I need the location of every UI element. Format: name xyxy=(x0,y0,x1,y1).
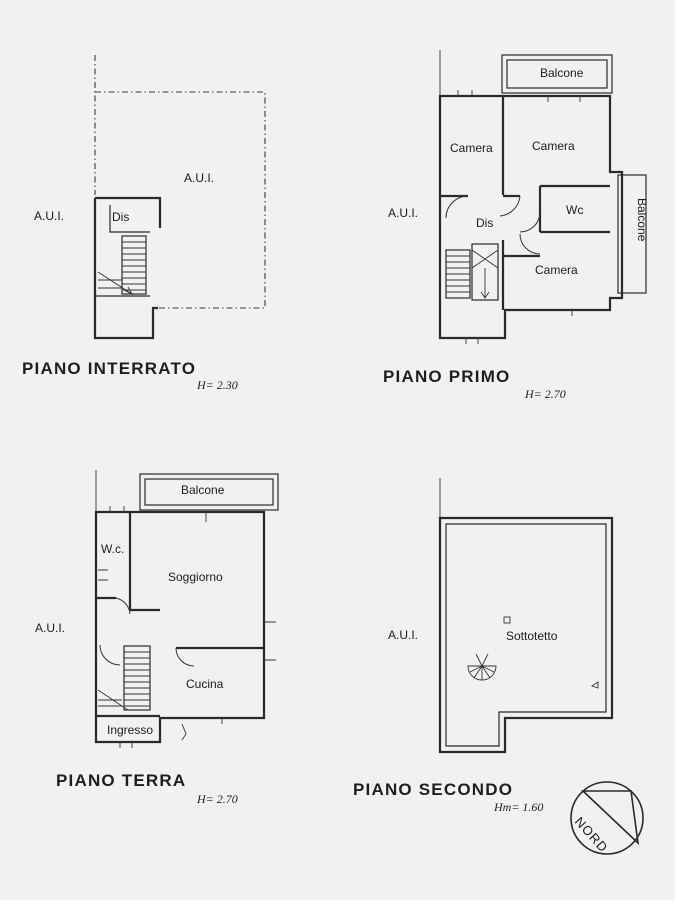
room-label-dis-primo: Dis xyxy=(476,216,493,230)
room-label-sottotetto: Sottotetto xyxy=(506,629,558,643)
room-label-wc-terra: W.c. xyxy=(101,542,124,556)
title-piano-primo: PIANO PRIMO xyxy=(383,367,511,386)
title-piano-terra: PIANO TERRA xyxy=(56,771,186,790)
room-label-ingresso: Ingresso xyxy=(107,723,153,737)
room-label-balcone-terra: Balcone xyxy=(181,483,225,497)
room-label-balcone-top: Balcone xyxy=(540,66,584,80)
room-label-balcone-side: Balcone xyxy=(635,198,649,242)
plan-piano-primo: Balcone Camera Camera Wc Dis Camera Balc… xyxy=(383,50,649,401)
chimney-mark xyxy=(503,616,511,624)
balcone-terra xyxy=(139,473,279,511)
dis-wall xyxy=(95,196,162,228)
north-arrow-icon xyxy=(580,790,640,846)
secondo-outer-wall xyxy=(438,516,614,754)
plan-piano-secondo: Sottotetto A.U.I. PIANO SECONDO Hm= 1.60 xyxy=(353,478,614,814)
room-label-dis: Dis xyxy=(112,210,129,224)
height-piano-interrato: H= 2.30 xyxy=(196,378,238,392)
room-label-soggiorno: Soggiorno xyxy=(168,570,223,584)
aui-label-interrato-inside: A.U.I. xyxy=(184,171,214,185)
stair-interrato xyxy=(97,235,147,296)
aui-dashed-boundary xyxy=(95,91,266,309)
balcone-top xyxy=(501,54,613,94)
aui-label-secondo: A.U.I. xyxy=(388,628,418,642)
plan-piano-terra: Balcone W.c. Soggiorno Cucina Ingresso A… xyxy=(35,470,279,806)
roof-fan-symbol xyxy=(467,653,497,681)
plan-piano-interrato: Dis A.U.I. A.U.I. PIANO INTERRATO H= 2.3… xyxy=(22,55,266,392)
stair-primo xyxy=(445,243,499,301)
terra-outer-wall xyxy=(94,510,266,744)
room-label-cucina: Cucina xyxy=(186,677,224,691)
room-label-camera-3: Camera xyxy=(535,263,578,277)
room-label-camera-1: Camera xyxy=(450,141,493,155)
aui-label-primo: A.U.I. xyxy=(388,206,418,220)
stair-terra xyxy=(97,645,151,711)
aui-label-interrato-left: A.U.I. xyxy=(34,209,64,223)
height-piano-terra: H= 2.70 xyxy=(196,792,238,806)
north-compass: NORD xyxy=(570,781,644,855)
balcone-side xyxy=(617,174,647,294)
height-piano-secondo: Hm= 1.60 xyxy=(493,800,543,814)
basement-outer-wall xyxy=(93,198,158,340)
compass-circle xyxy=(570,781,644,855)
height-piano-primo: H= 2.70 xyxy=(524,387,566,401)
title-piano-interrato: PIANO INTERRATO xyxy=(22,359,196,378)
title-piano-secondo: PIANO SECONDO xyxy=(353,780,513,799)
room-label-wc-primo: Wc xyxy=(566,203,583,217)
room-label-camera-2: Camera xyxy=(532,139,575,153)
north-label: NORD xyxy=(572,814,611,855)
primo-outer-wall xyxy=(438,94,624,340)
aui-label-terra: A.U.I. xyxy=(35,621,65,635)
